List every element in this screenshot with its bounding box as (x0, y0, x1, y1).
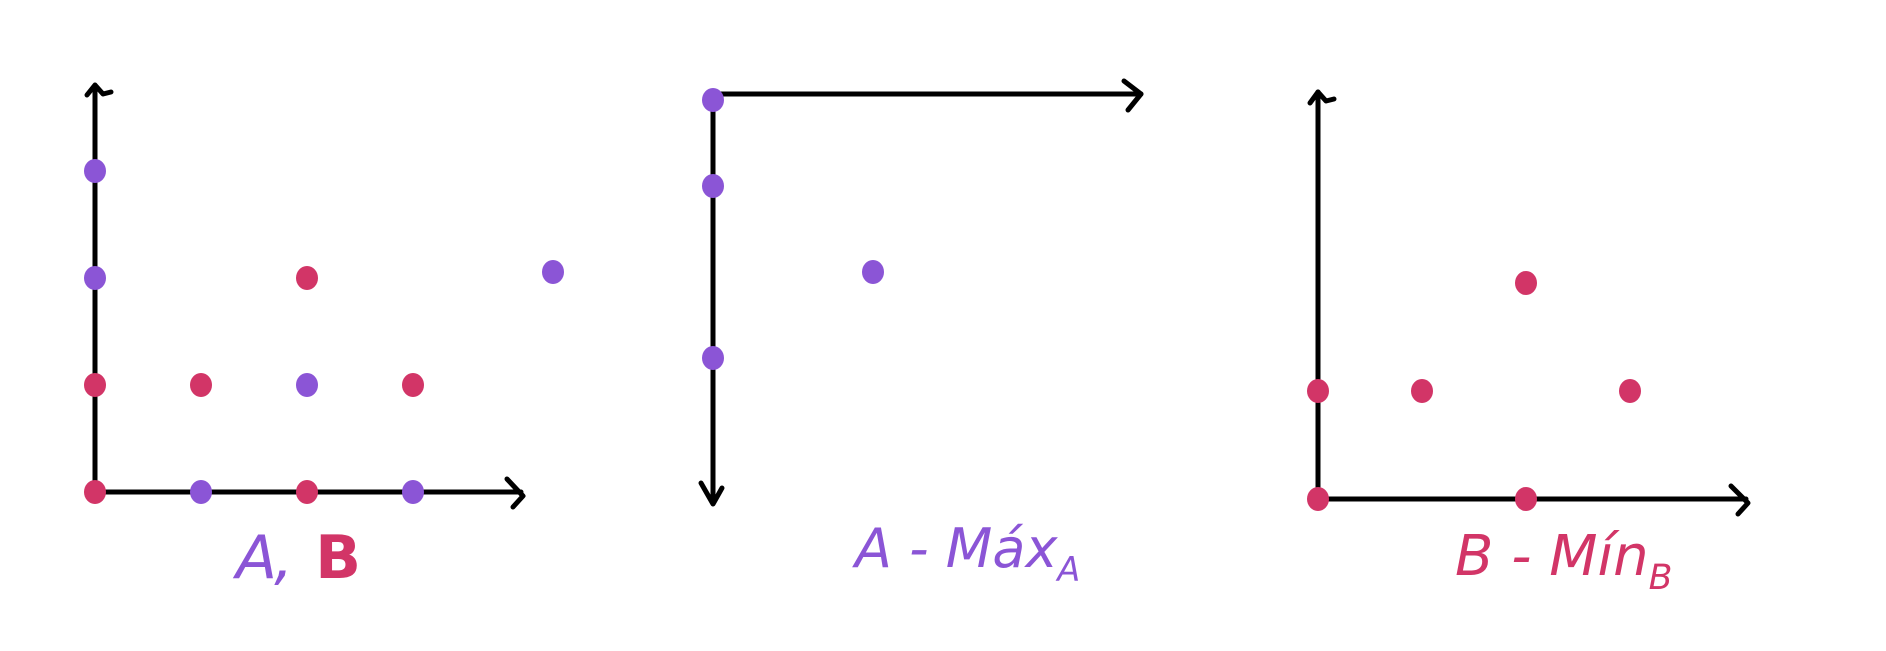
point-b-7 (190, 373, 212, 397)
point-a-3 (862, 260, 884, 284)
point-a-0 (702, 88, 724, 112)
point-b-4 (1619, 379, 1641, 403)
y-axis-arrowhead (84, 82, 114, 98)
point-b-10 (296, 266, 318, 290)
caption-part: A (1055, 550, 1080, 589)
y-axis-arrowhead (698, 480, 725, 507)
x-axis-arrowhead (1728, 483, 1751, 517)
caption: A - MáxA (852, 517, 1080, 589)
y-axis-arrowhead (1307, 89, 1337, 106)
point-b-2 (1307, 379, 1329, 403)
point-a-2 (542, 260, 564, 284)
point-b-2 (296, 480, 318, 504)
point-a-3 (402, 480, 424, 504)
axes (84, 82, 526, 510)
point-a-8 (296, 373, 318, 397)
caption: B - MínB (1455, 524, 1672, 598)
caption: A, B (232, 523, 361, 593)
panel-a-minus-max: A - MáxA (542, 78, 1144, 589)
caption-part: B - Mín (1455, 524, 1649, 589)
caption-part: B (1649, 558, 1673, 598)
axes (1307, 89, 1751, 517)
caption-part: , (274, 523, 293, 593)
point-a-6 (84, 159, 106, 183)
x-axis-arrowhead (504, 476, 526, 510)
point-b-4 (84, 373, 106, 397)
caption-part: A - Máx (852, 517, 1058, 580)
points (1307, 271, 1641, 511)
axes (698, 78, 1144, 507)
point-a-1 (702, 174, 724, 198)
point-b-0 (84, 480, 106, 504)
point-b-9 (402, 373, 424, 397)
point-a-4 (702, 346, 724, 370)
panel-a-b: A, B (84, 82, 526, 593)
point-b-3 (1411, 379, 1433, 403)
point-b-5 (1515, 271, 1537, 295)
caption-part: B (315, 523, 361, 593)
points (84, 159, 424, 504)
caption-part: A (232, 523, 278, 593)
point-a-5 (84, 266, 106, 290)
panel-b-minus-min: B - MínB (1307, 89, 1751, 598)
points (542, 88, 884, 370)
x-axis-arrowhead (1121, 78, 1144, 113)
point-b-1 (1515, 487, 1537, 511)
point-b-0 (1307, 487, 1329, 511)
point-a-1 (190, 480, 212, 504)
